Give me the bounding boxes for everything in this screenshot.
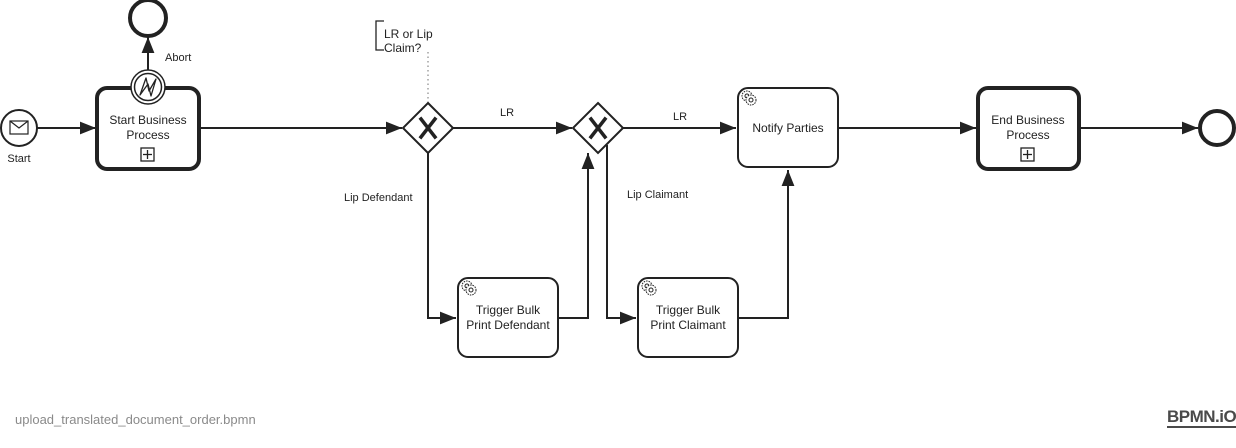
start-event-label: Start [7,153,30,165]
subprocess-expand-icon[interactable] [140,147,155,162]
end-event[interactable] [1198,109,1236,147]
subprocess-expand-icon[interactable] [1020,147,1035,162]
flow-label-lip-defendant: Lip Defendant [344,192,413,204]
flow-lip-claimant[interactable] [606,145,636,325]
annotation-line-1: LR or Lip [384,27,433,41]
task-trigger-bulk-print-defendant[interactable]: Trigger Bulk Print Defendant [457,277,559,358]
task-label-line-1: Trigger Bulk [656,303,721,317]
x-marker-icon [418,116,438,140]
flow-label-lip-claimant: Lip Claimant [627,189,688,201]
task-label-line-2: Print Defendant [466,318,550,332]
task-notify-parties[interactable]: Notify Parties [737,87,839,168]
bpmn-io-logo[interactable]: BPMN.iO [1167,407,1236,428]
start-event[interactable] [0,109,38,147]
task-label-line-2: Process [126,128,169,142]
task-end-business-process[interactable]: End Business Process [976,86,1081,171]
task-label-line-1: Start Business [109,113,186,127]
task-label-line-2: Process [1006,128,1049,142]
flow-lip-defendant[interactable] [427,153,456,325]
diagram-filename: upload_translated_document_order.bpmn [15,412,256,427]
annotation-line-2: Claim? [384,41,422,55]
flow-label-lr-1: LR [500,107,514,119]
text-annotation[interactable]: LR or Lip Claim? [375,20,433,103]
escalation-icon [139,77,157,97]
task-start-business-process[interactable]: Start Business Process [95,86,201,171]
x-marker-icon [588,116,608,140]
flow-label-lr-2: LR [673,111,687,123]
exclusive-gateway-2[interactable] [571,101,625,155]
boundary-escalation-event[interactable] [130,69,166,105]
abort-end-event[interactable] [128,0,168,38]
task-trigger-bulk-print-claimant[interactable]: Trigger Bulk Print Claimant [637,277,739,358]
envelope-icon [9,120,29,135]
task-label: Notify Parties [752,121,823,135]
flow-claimant-to-notify[interactable] [738,170,795,319]
flow-defendant-to-gateway[interactable] [558,153,595,319]
abort-flow-label: Abort [165,52,191,64]
task-label-line-1: Trigger Bulk [476,303,541,317]
sequence-flows [37,37,1198,325]
exclusive-gateway-1[interactable] [401,101,455,155]
task-label-line-1: End Business [991,113,1064,127]
task-label-line-2: Print Claimant [650,318,726,332]
